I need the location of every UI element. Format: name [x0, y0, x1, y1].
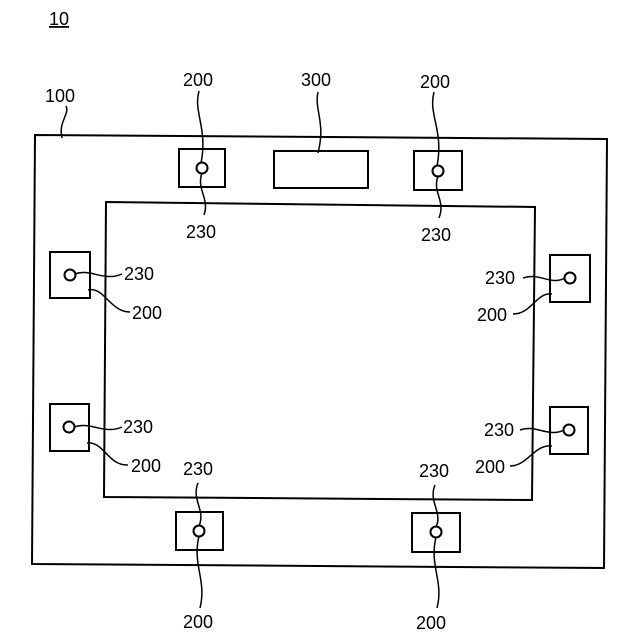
leader-230-top-left [200, 173, 205, 215]
hole-icon [64, 422, 75, 433]
leader-200-right-lower [510, 446, 552, 466]
label-hole-bottom-right: 230 [419, 461, 449, 481]
label-hole-top-right: 230 [421, 225, 451, 245]
label-module-bottom-left: 200 [183, 612, 213, 632]
hole-icon [65, 270, 76, 281]
label-module-top-left: 200 [183, 70, 213, 90]
figure-number: 10 [49, 9, 69, 29]
module-left-upper [50, 252, 90, 298]
module-box [412, 513, 460, 552]
hole-icon [197, 163, 208, 174]
hole-icon [565, 273, 576, 284]
leader-230-bottom-right [433, 485, 438, 527]
module-box [50, 404, 89, 451]
reference-labels: 100 300 200 230 200 230 230 200 230 200 … [45, 70, 515, 633]
module-bottom-left [176, 512, 223, 550]
label-hole-left-upper: 230 [124, 264, 154, 284]
leader-300 [317, 92, 321, 153]
leader-200-bottom-right [434, 537, 439, 608]
module-box [550, 407, 588, 454]
hole-icon [194, 526, 205, 537]
leader-230-bottom-left [196, 483, 201, 526]
component-300-box [274, 151, 368, 188]
leader-100 [61, 106, 67, 138]
label-hole-left-lower: 230 [123, 417, 153, 437]
label-module-left-lower: 200 [131, 456, 161, 476]
hole-icon [564, 425, 575, 436]
label-module-right-upper: 200 [477, 305, 507, 325]
hole-icon [431, 527, 442, 538]
label-component: 300 [301, 70, 331, 90]
label-hole-top-left: 230 [186, 222, 216, 242]
label-frame: 100 [45, 86, 75, 106]
module-right-upper [550, 255, 590, 302]
leader-200-bottom-left [197, 536, 202, 608]
hole-icon [433, 166, 444, 177]
module-box [50, 252, 90, 298]
leader-230-right-upper [523, 276, 565, 280]
label-module-right-lower: 200 [475, 457, 505, 477]
leader-230-top-right [436, 176, 441, 218]
label-hole-bottom-left: 230 [183, 459, 213, 479]
leader-200-right-upper [513, 294, 552, 314]
leader-230-left-upper [75, 272, 122, 276]
leader-200-top-left [198, 91, 203, 163]
module-right-lower [550, 407, 588, 454]
label-module-top-right: 200 [420, 72, 450, 92]
outer-frame [32, 135, 607, 568]
leader-230-right-lower [520, 428, 564, 432]
module-bottom-right [412, 513, 460, 552]
leader-230-left-lower [74, 425, 122, 429]
label-module-bottom-right: 200 [416, 613, 446, 633]
leader-200-left-upper [88, 290, 130, 312]
module-box [176, 512, 223, 550]
module-left-lower [50, 404, 89, 451]
inner-panel [104, 202, 535, 500]
leader-200-top-right [433, 92, 439, 166]
label-hole-right-upper: 230 [485, 268, 515, 288]
label-hole-right-lower: 230 [484, 420, 514, 440]
label-module-left-upper: 200 [132, 303, 162, 323]
module-box [550, 255, 590, 302]
leader-lines [61, 91, 565, 608]
leader-200-left-lower [87, 443, 128, 465]
